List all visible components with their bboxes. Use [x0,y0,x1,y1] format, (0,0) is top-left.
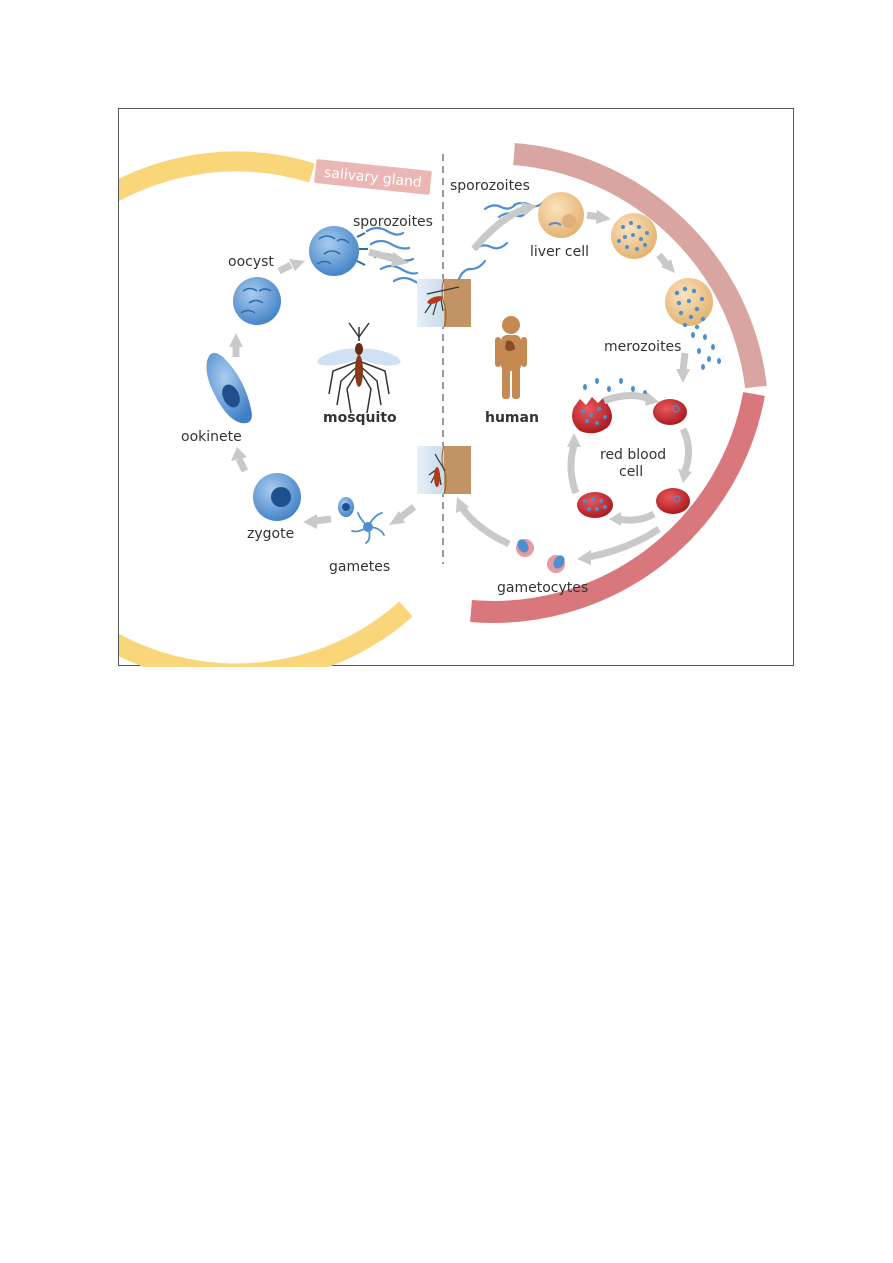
red-blood-cell-label-line1: red blood [600,447,666,463]
red-blood-cell-trophozoite-icon [656,488,690,514]
infected-liver-cell-icon [611,213,657,259]
liver-cell-icon [538,192,584,238]
liver-cell-label: liver cell [530,244,589,260]
mosquito-bite-panel-top [417,278,471,328]
mosquito-gut-band [119,151,413,667]
blood-band [470,392,765,623]
oocyst-bursting-icon [309,226,368,276]
liver-label: liver [672,171,706,201]
ookinete-icon [206,352,252,424]
gametes-label: gametes [329,559,390,575]
salivary-gland-band [314,159,432,195]
life-cycle-diagram: salivary gland liver blood mosquito gut … [119,143,767,667]
gametocytes-label: gametocytes [497,580,588,596]
gametocytes-icon [516,539,565,573]
bursting-red-blood-cell-icon [572,378,647,434]
merozoites-icon [691,332,721,370]
liver-band [513,143,767,389]
red-blood-cell-ring-icon [653,399,687,425]
red-blood-cell-label-line2: cell [619,464,643,480]
zygote-icon [253,473,301,521]
mosquito-label: mosquito [323,410,397,426]
blood-label: blood [657,574,697,610]
sporozoites-human-label: sporozoites [450,178,530,194]
gametes-icon [338,497,385,544]
ookinete-label: ookinete [181,429,242,445]
oocyst-label: oocyst [228,254,274,270]
human-icon [495,316,527,399]
oocyst-icon [233,277,281,325]
malaria-life-cycle-figure: salivary gland liver blood mosquito gut … [118,108,794,667]
mosquito-icon [317,322,401,414]
red-blood-cell-schizont-icon [577,492,613,518]
mosquito-bite-panel-bottom [417,445,471,495]
sporozoites-human-icon [457,199,546,281]
sporozoites-mosquito-label: sporozoites [353,214,433,230]
cycle-arrows [229,202,692,565]
human-label: human [485,410,539,426]
bursting-liver-cell-icon [665,278,713,330]
merozoites-label: merozoites [604,339,681,355]
zygote-label: zygote [247,526,294,542]
